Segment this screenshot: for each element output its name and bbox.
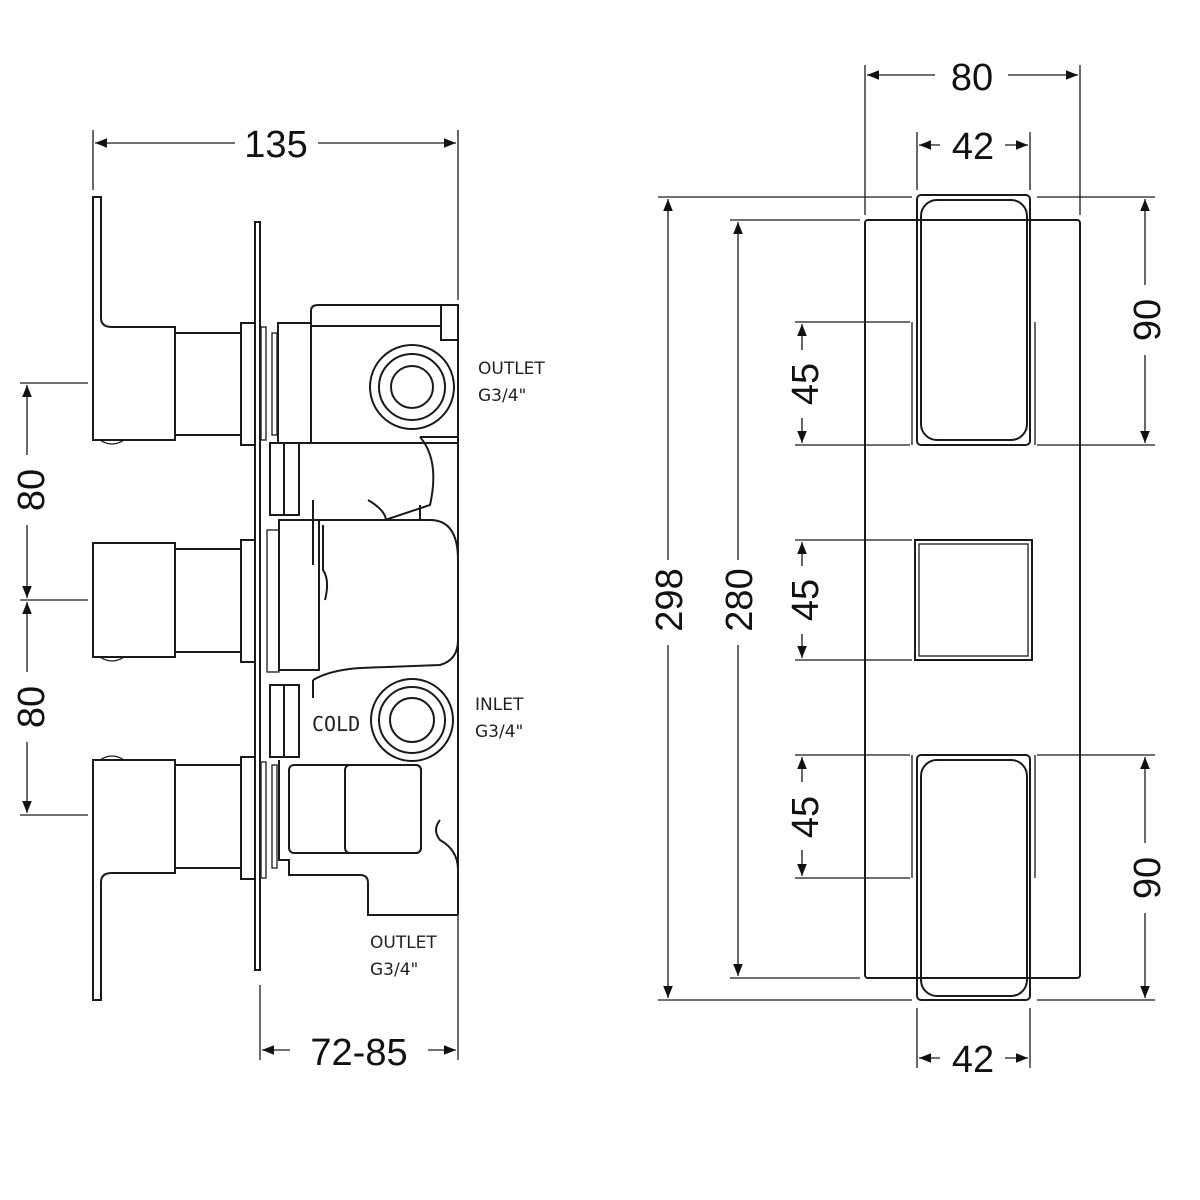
svg-text:OUTLET: OUTLET xyxy=(478,359,545,379)
svg-text:42: 42 xyxy=(952,1039,994,1081)
dim-280: 280 xyxy=(719,219,860,979)
svg-text:G3/4": G3/4" xyxy=(478,386,526,406)
cover-plate xyxy=(864,219,1081,979)
svg-text:135: 135 xyxy=(244,124,307,166)
dim-45-middle: 45 xyxy=(785,539,912,661)
dim-298: 298 xyxy=(649,196,912,1001)
bottom-lever xyxy=(92,755,278,1001)
top-lever xyxy=(92,196,256,446)
svg-text:G3/4": G3/4" xyxy=(370,960,418,980)
svg-text:INLET: INLET xyxy=(475,695,524,715)
svg-text:72-85: 72-85 xyxy=(310,1032,407,1074)
dim-42-top: 42 xyxy=(916,126,1031,190)
dim-45-top: 45 xyxy=(785,321,910,446)
svg-text:80: 80 xyxy=(11,469,53,511)
dim-80-upper: 80 xyxy=(11,382,88,601)
valve-body-top xyxy=(310,304,459,444)
dim-72-85: 72-85 xyxy=(259,915,459,1074)
svg-text:45: 45 xyxy=(785,579,827,621)
svg-text:42: 42 xyxy=(952,126,994,168)
svg-text:80: 80 xyxy=(11,686,53,728)
svg-text:90: 90 xyxy=(1127,857,1169,899)
svg-text:298: 298 xyxy=(649,568,691,631)
svg-text:45: 45 xyxy=(785,363,827,405)
top-handle xyxy=(911,194,1036,446)
svg-text:80: 80 xyxy=(951,57,993,99)
dim-135: 135 xyxy=(92,124,459,300)
side-view: COLD OUTLET G3/4" INLET G3/4" xyxy=(11,124,545,1074)
dim-80-top: 80 xyxy=(864,57,1081,215)
middle-diverter-square xyxy=(914,539,1033,661)
dim-90-bottom: 90 xyxy=(1037,754,1169,1001)
outlet-top-label: OUTLET G3/4" xyxy=(478,359,545,406)
front-view: 80 42 42 298 280 xyxy=(649,57,1169,1081)
svg-text:OUTLET: OUTLET xyxy=(370,933,437,953)
svg-text:90: 90 xyxy=(1127,299,1169,341)
cold-label: COLD xyxy=(312,712,360,736)
outlet-bottom-label: OUTLET G3/4" xyxy=(370,933,437,980)
inlet-label: INLET G3/4" xyxy=(475,695,524,742)
bottom-handle xyxy=(911,754,1036,1001)
inlet-port xyxy=(370,678,454,762)
dim-90-top: 90 xyxy=(1037,196,1169,446)
svg-text:G3/4": G3/4" xyxy=(475,722,523,742)
svg-text:45: 45 xyxy=(785,796,827,838)
dim-45-bottom: 45 xyxy=(785,754,910,879)
dim-80-lower: 80 xyxy=(11,602,88,816)
dim-42-bottom: 42 xyxy=(916,1008,1031,1081)
svg-text:280: 280 xyxy=(719,568,761,631)
outlet-top-port xyxy=(369,344,455,430)
